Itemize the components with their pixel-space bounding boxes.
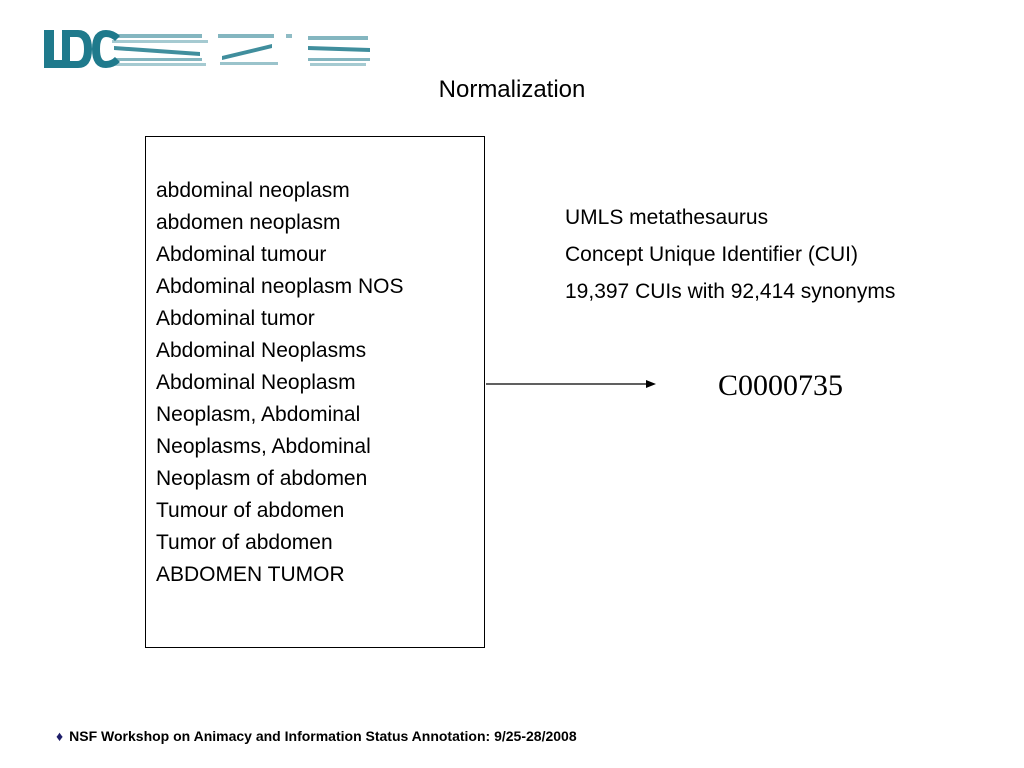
synonym-item: Abdominal Neoplasms [156,339,367,362]
info-line-metathesaurus: UMLS metathesaurus [565,206,769,229]
synonym-item: abdominal neoplasm [156,179,350,202]
footer-bullet-icon: ♦ [56,728,64,744]
synonym-item: Tumour of abdomen [156,499,345,522]
info-line-cui: Concept Unique Identifier (CUI) [565,243,858,266]
synonym-item: ABDOMEN TUMOR [156,563,345,586]
footer-text: NSF Workshop on Animacy and Information … [69,728,577,744]
synonym-item: Neoplasms, Abdominal [156,435,371,458]
ldc-logo-image [44,30,370,68]
synonym-item: abdomen neoplasm [156,211,341,234]
synonym-item: Neoplasm, Abdominal [156,403,361,426]
synonym-item: Abdominal tumour [156,243,327,266]
synonym-list-box: abdominal neoplasm abdomen neoplasm Abdo… [145,136,485,648]
footer: ♦ NSF Workshop on Animacy and Information… [56,726,577,746]
synonym-list: abdominal neoplasm abdomen neoplasm Abdo… [156,175,403,591]
mapping-arrow [486,380,656,388]
cui-code: C0000735 [718,369,844,402]
synonym-item: Abdominal Neoplasm [156,371,356,394]
umls-info: UMLS metathesaurus Concept Unique Identi… [565,199,895,310]
ldc-logo [40,26,380,70]
synonym-item: Abdominal tumor [156,307,315,330]
slide-title: Normalization [438,76,586,103]
info-line-counts: 19,397 CUIs with 92,414 synonyms [565,280,896,303]
synonym-item: Tumor of abdomen [156,531,333,554]
synonym-item: Neoplasm of abdomen [156,467,368,490]
synonym-item: Abdominal neoplasm NOS [156,275,404,298]
